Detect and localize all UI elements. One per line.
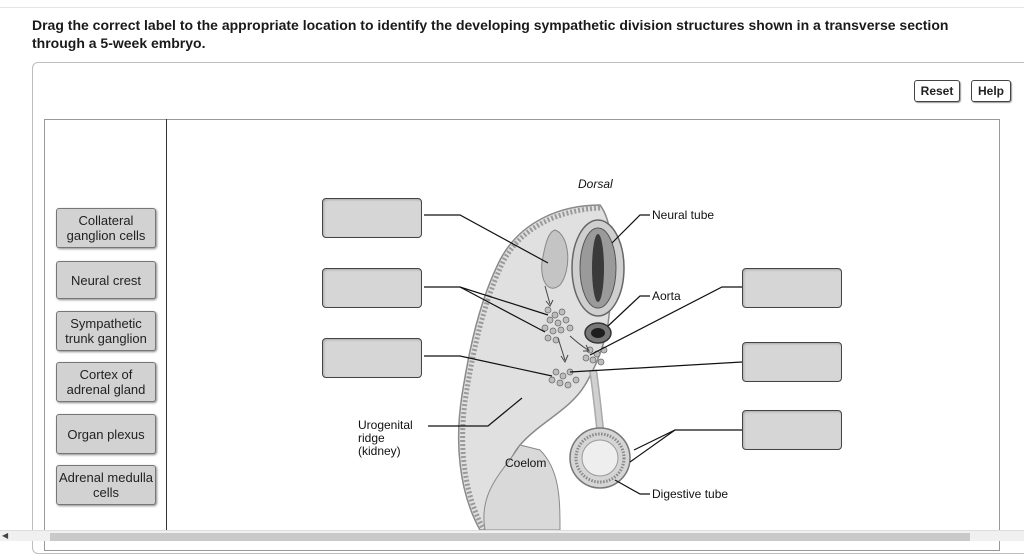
dorsal-label: Dorsal <box>578 177 613 191</box>
drop-zone-right-2[interactable] <box>742 342 842 382</box>
urogenital-label-line-3: (kidney) <box>358 444 401 458</box>
label-chip-collateral-ganglion[interactable]: Collateral ganglion cells <box>56 208 156 248</box>
urogenital-label-line-2: ridge <box>358 431 385 445</box>
label-chip-sympathetic-trunk[interactable]: Sympathetic trunk ganglion <box>56 311 156 351</box>
help-button[interactable]: Help <box>971 80 1011 102</box>
urogenital-label-line-1: Urogenital <box>358 418 413 432</box>
scroll-left-arrow-icon[interactable]: ◀ <box>2 531 9 540</box>
drop-zone-left-1[interactable] <box>322 198 422 238</box>
embryo-cross-section-illustration <box>424 204 743 532</box>
drop-zone-right-3[interactable] <box>742 410 842 450</box>
label-chip-neural-crest[interactable]: Neural crest <box>56 261 156 299</box>
question-prompt: Drag the correct label to the appropriat… <box>32 17 949 51</box>
drop-zone-left-3[interactable] <box>322 338 422 378</box>
label-bank-divider <box>166 119 167 540</box>
scrollbar-thumb[interactable] <box>50 533 970 541</box>
reset-button[interactable]: Reset <box>914 80 960 102</box>
label-chip-adrenal-medulla[interactable]: Adrenal medulla cells <box>56 465 156 505</box>
coelom-label: Coelom <box>505 456 547 470</box>
label-chip-adrenal-cortex[interactable]: Cortex of adrenal gland <box>56 362 156 402</box>
drop-zone-left-2[interactable] <box>322 268 422 308</box>
top-divider <box>0 7 1024 8</box>
label-chip-organ-plexus[interactable]: Organ plexus <box>56 414 156 454</box>
horizontal-scrollbar[interactable]: ◀ <box>0 530 1024 541</box>
aorta-label: Aorta <box>652 289 681 303</box>
drop-zone-right-1[interactable] <box>742 268 842 308</box>
digestive-tube-label: Digestive tube <box>652 487 729 501</box>
neural-tube-label: Neural tube <box>652 208 715 222</box>
urogenital-ridge-label: Urogenital ridge (kidney) <box>358 419 413 458</box>
